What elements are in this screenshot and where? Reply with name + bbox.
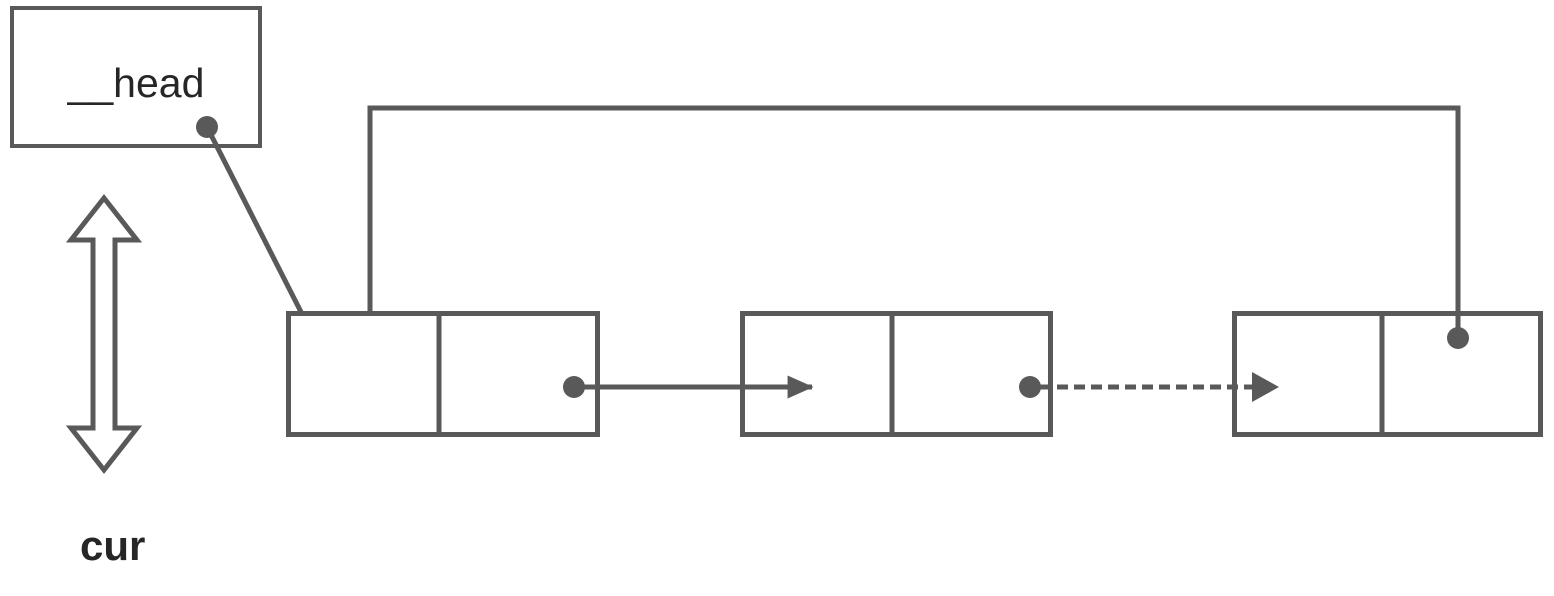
edge-node1-to-node2 [1040,372,1279,402]
list-node[interactable] [740,311,1053,437]
list-node[interactable] [286,311,600,437]
node-2-rect [1232,311,1543,437]
head-box-rect [10,6,262,148]
node-1-next-dot[interactable] [1019,376,1041,398]
node-0-rect [286,311,600,437]
list-node[interactable] [1232,311,1543,437]
head-box-label: __head [67,60,205,106]
edge-node2-next-to-node0 [358,105,1461,362]
node1-next-arrowhead [1252,372,1279,402]
cur-double-arrow [65,193,143,475]
cur-label: cur [80,522,145,569]
head-box[interactable]: __head [10,6,262,148]
cur-arrow-shape [65,193,143,475]
node-2-next-dot[interactable] [1447,327,1469,349]
wrap-edge-line [358,105,1461,362]
node-1-rect [740,311,1053,437]
